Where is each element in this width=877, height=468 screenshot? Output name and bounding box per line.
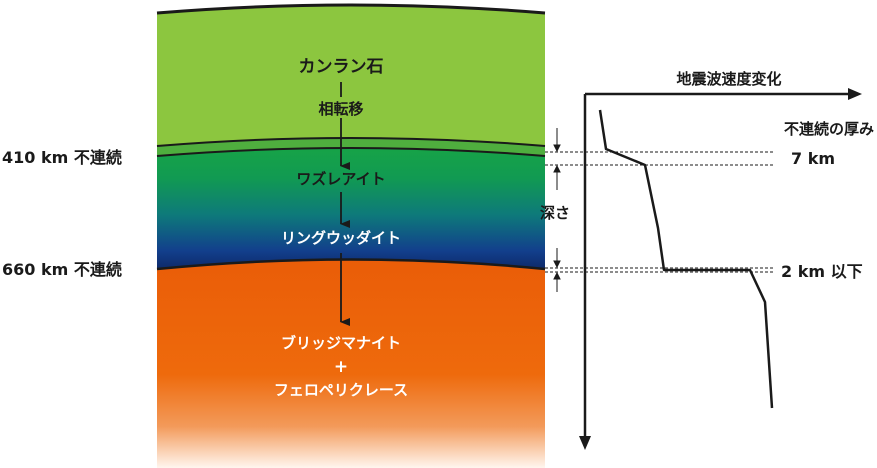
thickness-660-value: 2 km 以下 [781, 262, 863, 281]
velocity-profile: 地震波速度変化 不連続の厚み 深さ 7 km 2 km 以下 [540, 70, 874, 450]
boundary-660 [156, 258, 546, 271]
bridgmanite-label: ブリッジマナイト [281, 334, 401, 352]
depth-label: 深さ [540, 204, 570, 222]
surface-line [156, 3, 546, 15]
thickness-arrows-660 [553, 248, 561, 292]
velocity-axis-arrowhead [848, 88, 862, 100]
thickness-arrows-410 [553, 128, 561, 190]
discontinuity-660-label: 660 km 不連続 [2, 260, 122, 279]
boundary-410-upper [156, 137, 546, 147]
olivine-label: カンラン石 [299, 57, 384, 77]
thickness-410-value: 7 km [791, 149, 835, 168]
olivine-layer [157, 5, 545, 146]
ferropericlase-label: フェロペリクレース [274, 381, 408, 399]
wadsleyite-label: ワズレアイト [296, 170, 385, 188]
ringwoodite-label: リングウッダイト [281, 229, 401, 247]
phase-transition-label: 相転移 [318, 100, 363, 118]
discontinuity-410-label: 410 km 不連続 [2, 148, 122, 167]
lower-mantle-layer [157, 259, 545, 468]
transition-zone-layer [157, 148, 545, 269]
depth-axis-arrowhead [579, 436, 591, 450]
velocity-axis-label: 地震波速度変化 [676, 70, 781, 88]
velocity-curve [598, 109, 774, 409]
thickness-header: 不連続の厚み [784, 120, 874, 138]
earth-cross-section: カンラン石 相転移 ワズレアイト リングウッダイト ブリッジマナイト + フェロ… [156, 3, 546, 468]
plus-sign: + [334, 357, 348, 377]
boundary-410-lower [156, 147, 546, 157]
